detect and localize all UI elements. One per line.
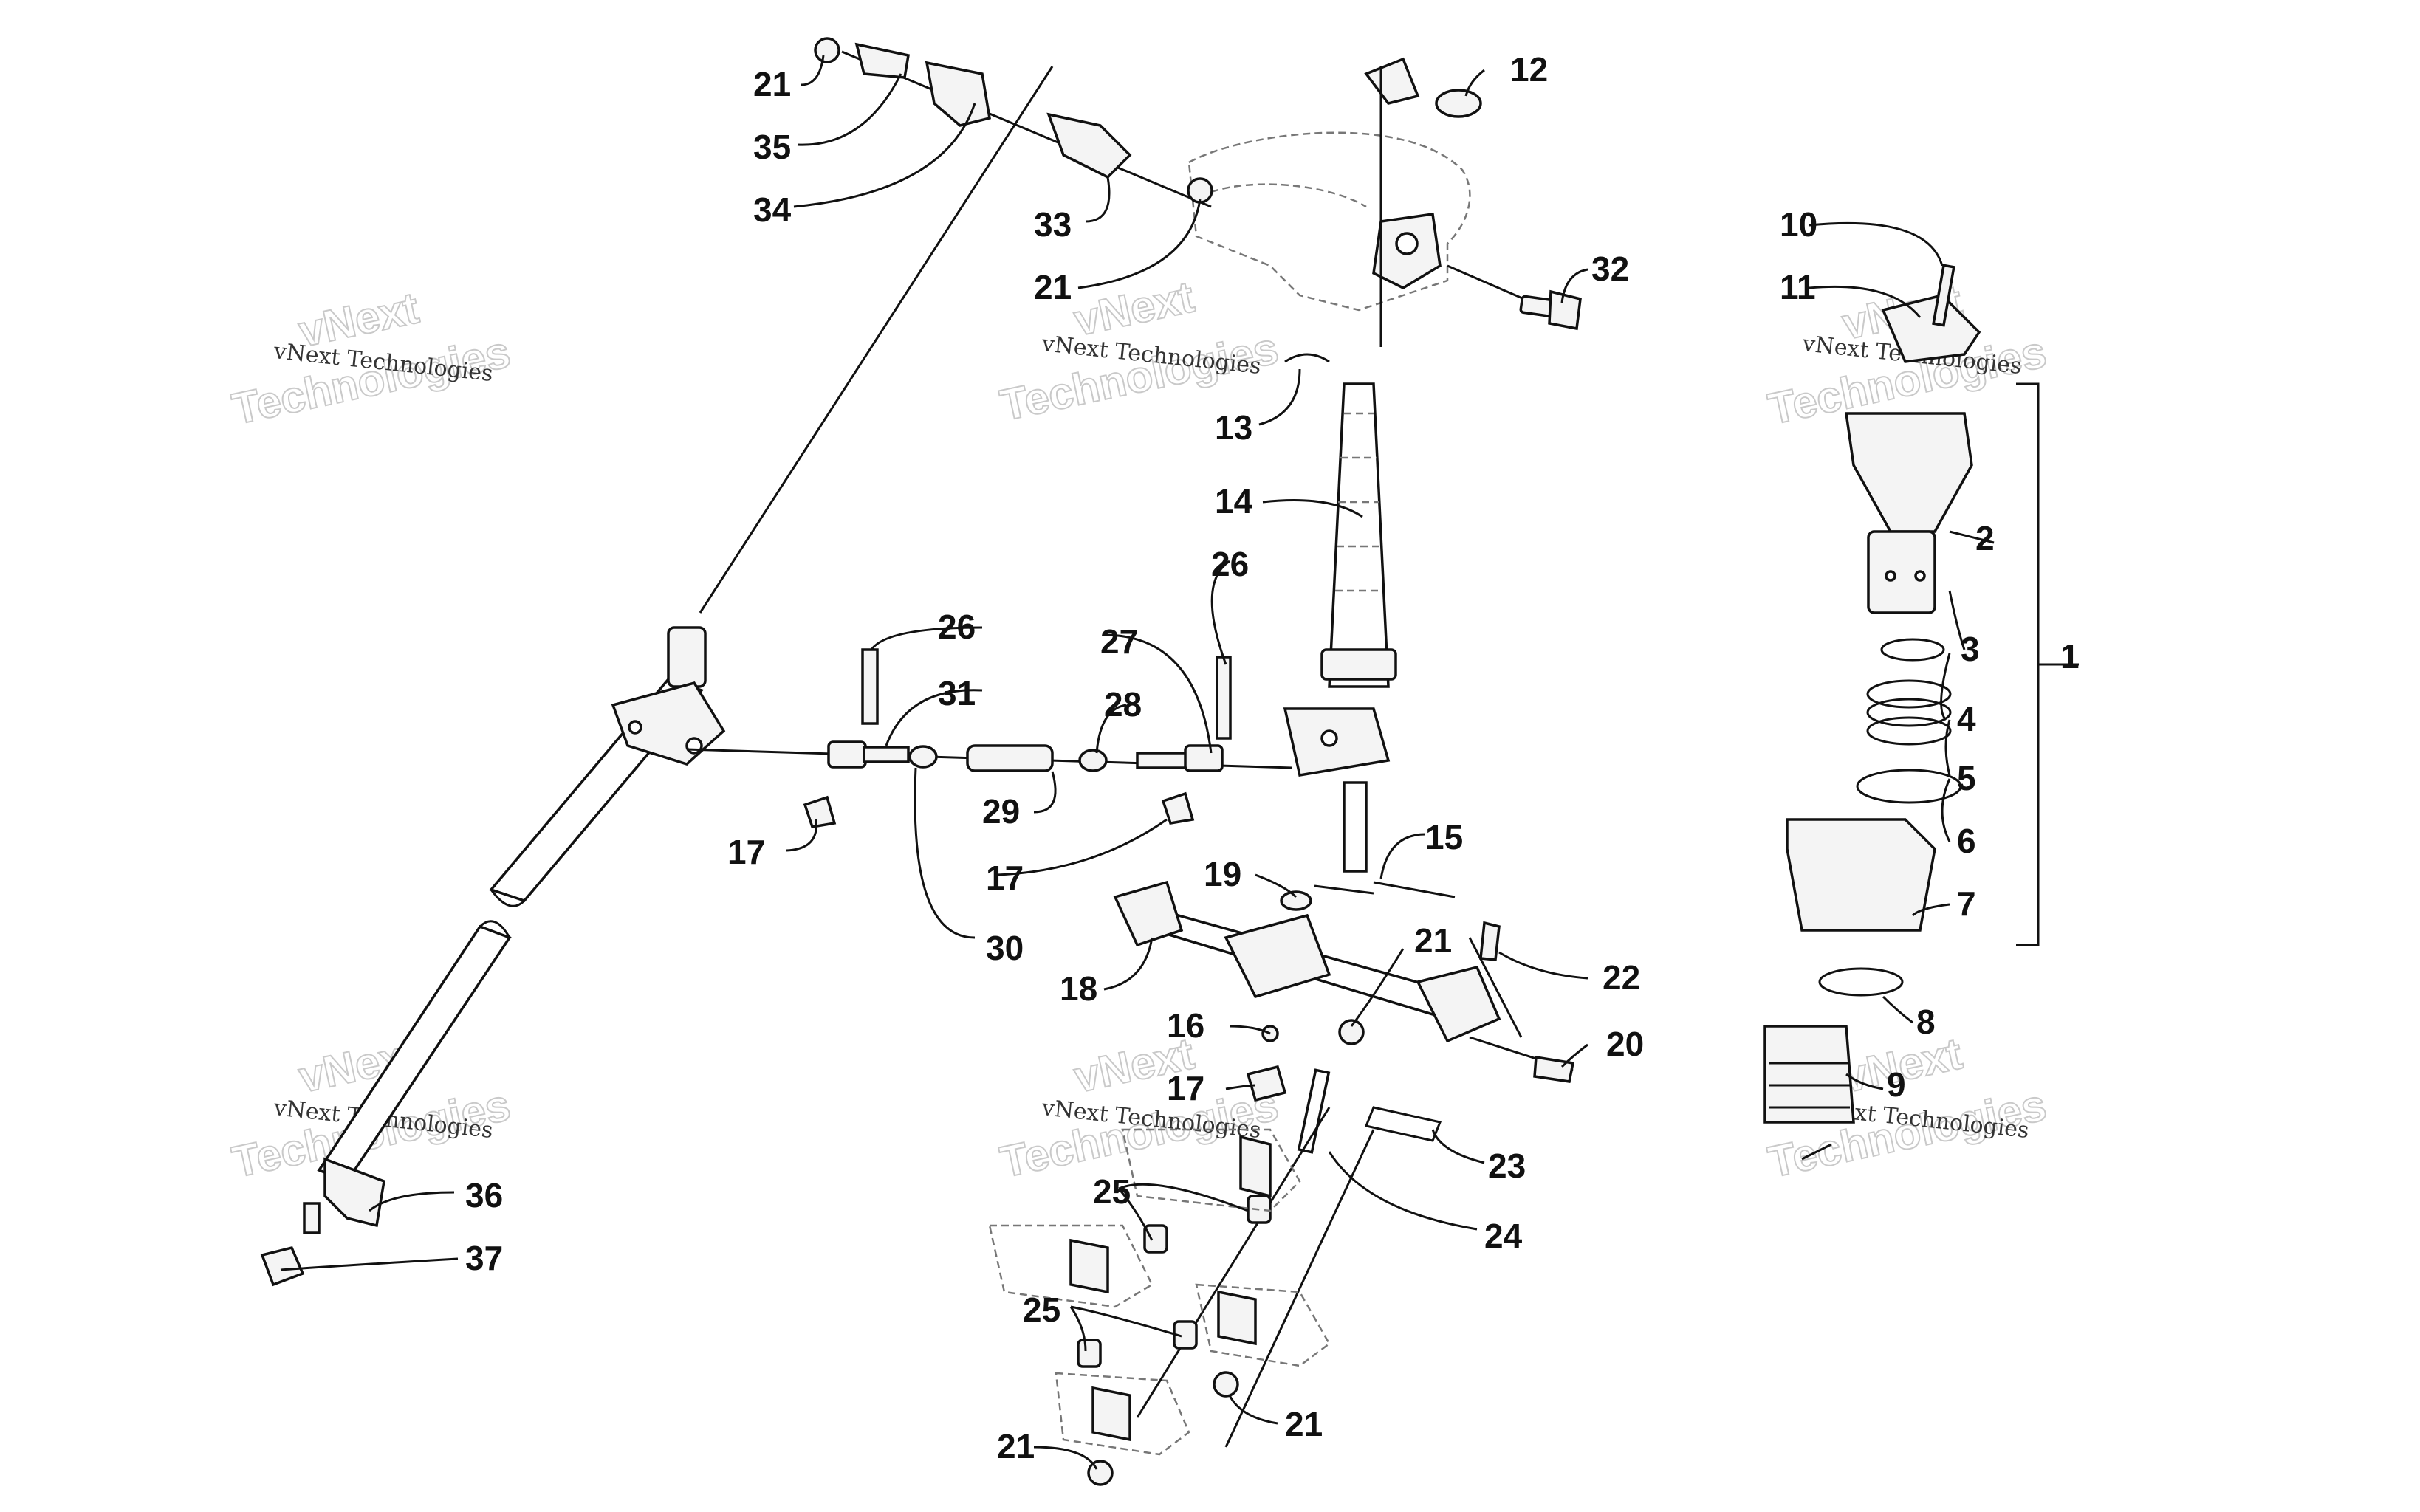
callout-10: 10 [1780,205,1817,244]
callout-29: 29 [982,792,1020,831]
callout-25-lower: 25 [1023,1291,1060,1329]
callout-labels: 1 2 3 4 5 6 7 8 9 10 11 12 13 14 15 16 1… [465,50,2080,1465]
watermark-top-left: vNext Technologies vNext Technologies [227,282,515,435]
handlebar-bracket [1187,57,1482,347]
callout-9: 9 [1887,1065,1906,1104]
callout-26-left: 26 [938,608,976,646]
watermark-vnext-text: vNext [1070,272,1199,346]
callout-4: 4 [1957,700,1976,738]
callout-32: 32 [1591,250,1629,288]
callout-2: 2 [1975,519,1995,557]
callout-7: 7 [1957,884,1976,923]
right-column-assembly [1763,264,2079,1161]
callout-21-top: 21 [753,65,791,103]
bolt-32 [1447,264,1582,331]
callout-25-upper: 25 [1093,1172,1131,1211]
callout-28: 28 [1104,685,1142,724]
lower-linkage [988,1068,1442,1486]
callout-26-right: 26 [1211,545,1249,583]
callout-37: 37 [465,1239,503,1277]
callout-11: 11 [1780,268,1816,306]
callout-17: 17 [727,833,765,871]
callout-13: 13 [1215,408,1252,447]
callout-36: 36 [465,1176,503,1214]
callout-27: 27 [1100,622,1138,661]
callout-12: 12 [1510,50,1548,89]
callout-22: 22 [1603,958,1640,997]
callout-21-bracket: 21 [1034,268,1072,306]
callout-14: 14 [1215,482,1253,520]
callout-34: 34 [753,190,792,229]
callout-21-mid: 21 [1414,921,1452,960]
callout-31: 31 [938,674,976,712]
tie-rod-assembly [686,648,1293,828]
callout-5: 5 [1957,759,1976,797]
callout-19: 19 [1204,855,1241,893]
callout-23: 23 [1488,1147,1526,1185]
lower-support-tube [1113,880,1575,1102]
callout-16: 16 [1167,1006,1204,1045]
callout-3: 3 [1961,630,1980,668]
callout-30: 30 [986,929,1024,967]
callout-17b: 17 [986,859,1024,897]
callout-6: 6 [1957,822,1976,860]
callout-15: 15 [1425,818,1463,856]
steering-column [1280,353,1456,911]
callout-21-bottom-right: 21 [1285,1405,1323,1443]
callout-33: 33 [1034,205,1072,244]
steering-shaft-long [260,66,1054,1287]
callout-8: 8 [1916,1003,1936,1041]
callout-35: 35 [753,128,791,166]
leader-lines [280,55,1995,1470]
callout-18: 18 [1060,969,1097,1008]
callout-24: 24 [1484,1217,1523,1255]
callout-21-bottom-left: 21 [997,1427,1035,1465]
callout-1: 1 [2060,637,2080,676]
callout-17c: 17 [1167,1069,1204,1107]
callout-20: 20 [1606,1025,1644,1063]
linkage-rod-top [814,37,1213,208]
